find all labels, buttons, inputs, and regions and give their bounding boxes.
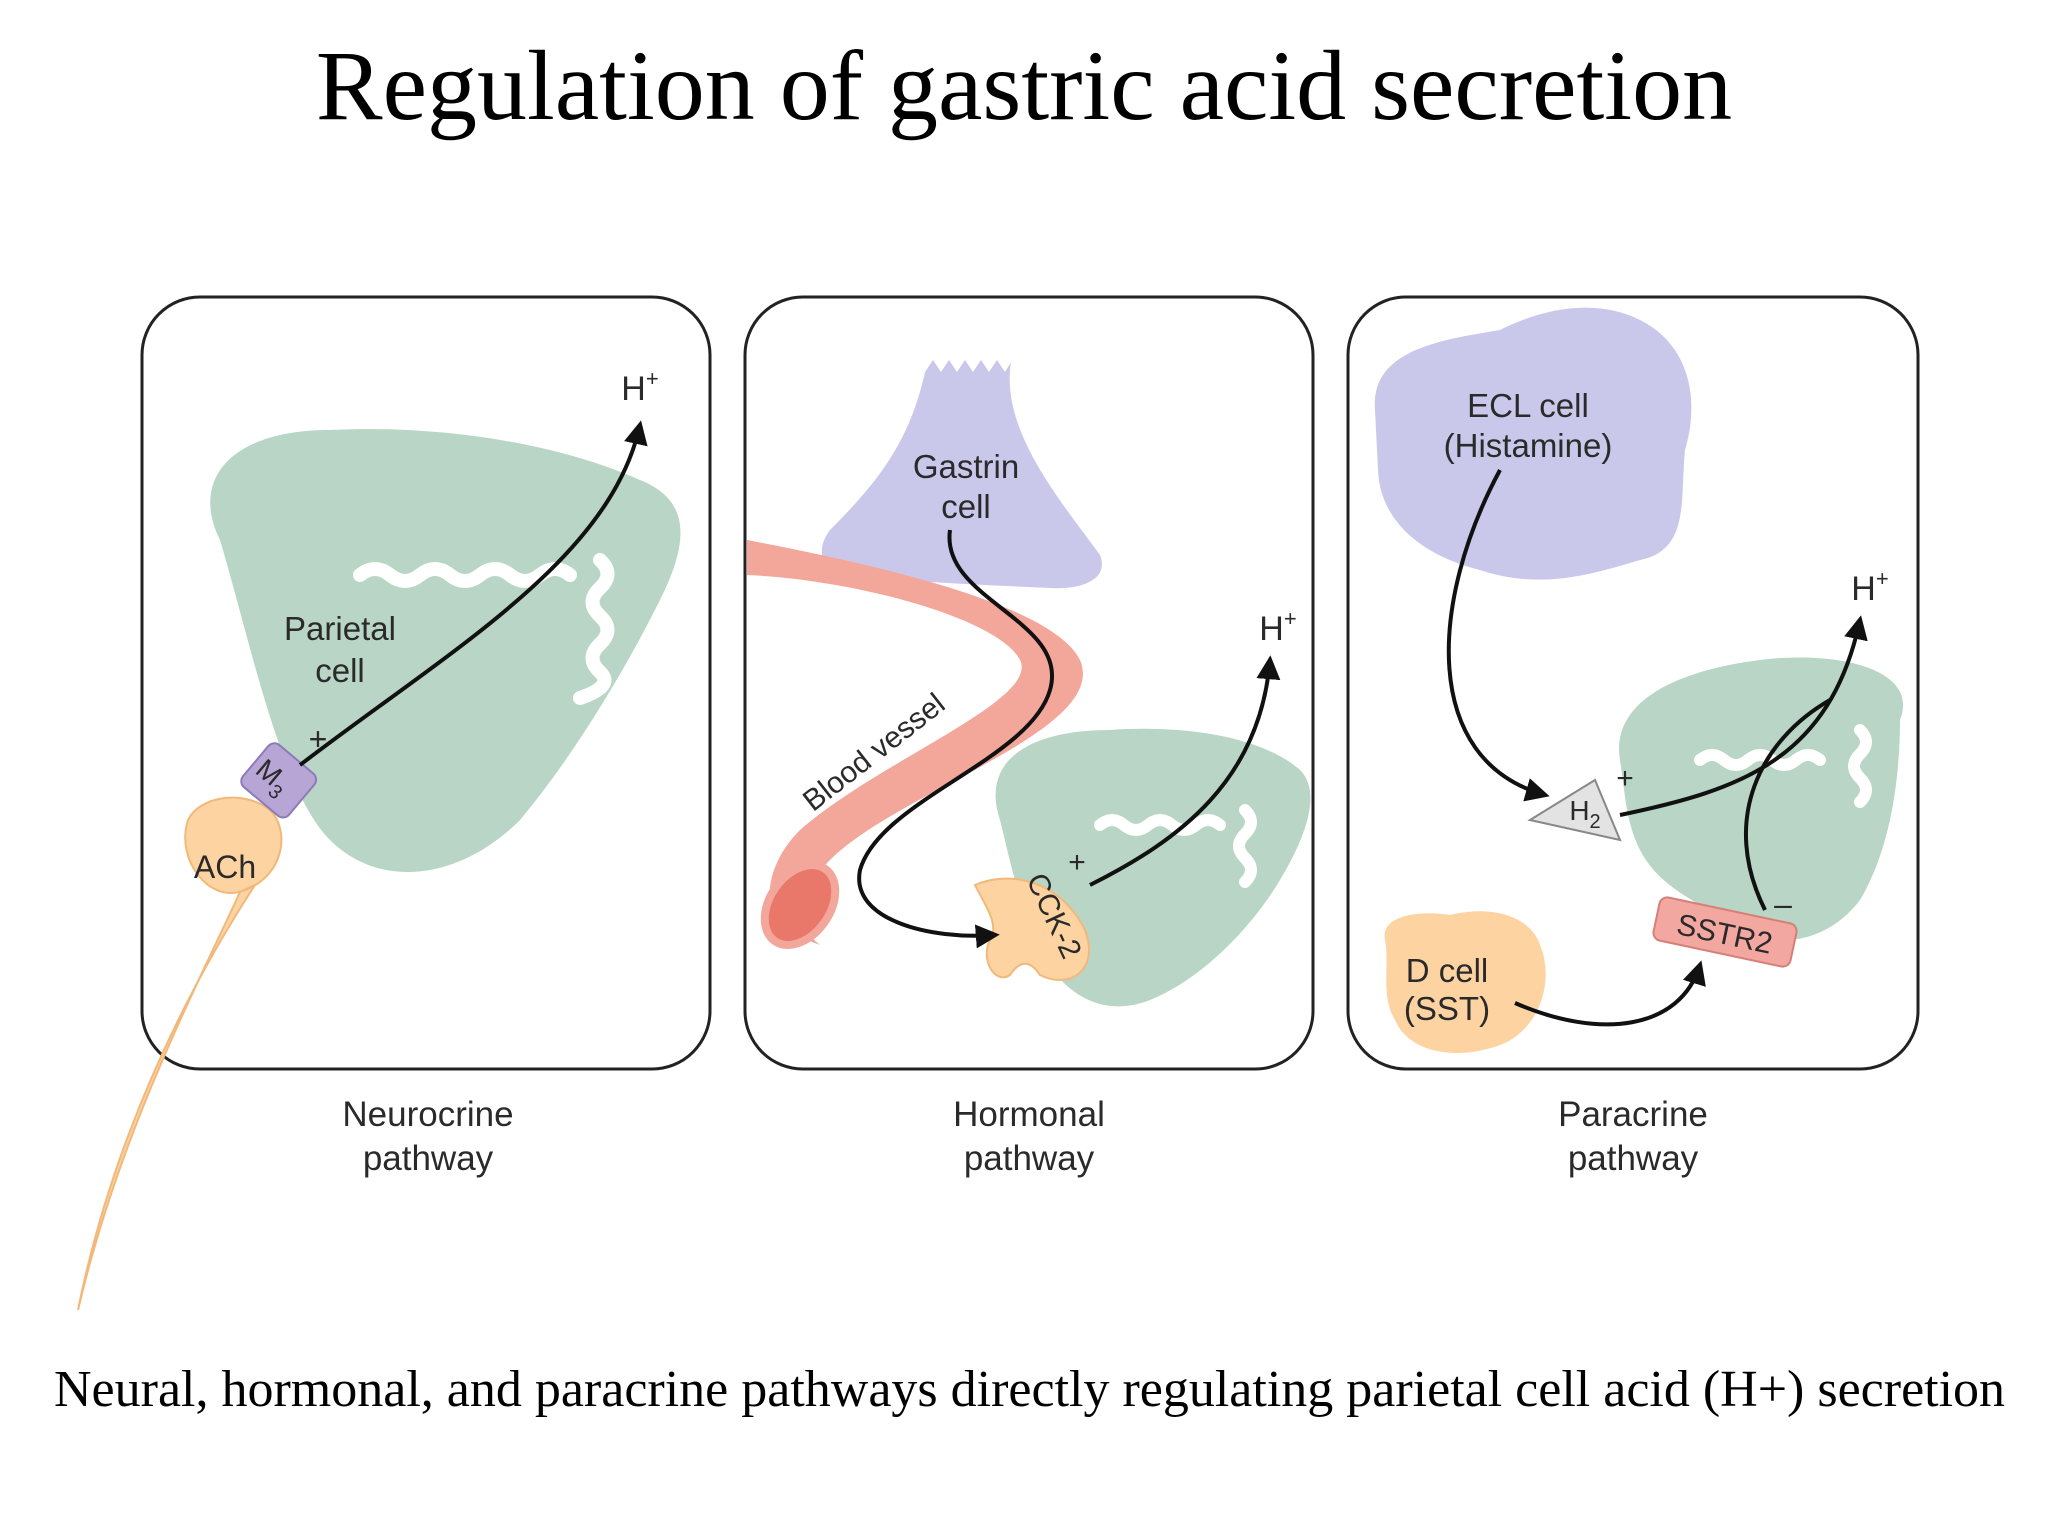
product-h: H+ [1259,606,1296,648]
h2-label: H2 [1569,795,1600,833]
hormone-arrow [857,529,1055,949]
product-sup: + [646,366,659,391]
gastrin-label: cell [941,488,991,525]
signal-arrow [1089,655,1281,887]
stim-sign: + [1616,762,1634,795]
panel-hormonal: Gastrin cell Blood vessel CCK-2 + H+ Hor… [743,295,1315,1178]
parietal-cell [210,429,681,873]
cell-label: cell [315,652,365,689]
product-h: H+ [1851,566,1888,608]
d-cell-label: (SST) [1404,990,1490,1027]
ligand-ach: ACh [194,849,256,885]
vessel-lumen [760,861,840,949]
canaliculus [1848,724,1872,808]
ecl-cell [1374,307,1692,580]
product-letter: H [1851,570,1876,608]
h2-letter: H [1569,795,1589,826]
pathway-label: Neurocrine [342,1095,513,1134]
ecl-label: (Histamine) [1444,427,1613,464]
pathway-label: pathway [964,1139,1095,1178]
ach-neuron [77,796,283,1311]
inhibit-line [1743,698,1831,911]
gastrin-cell [821,360,1102,589]
figure-caption: Neural, hormonal, and paracrine pathways… [54,1361,2006,1418]
h2-receptor [1527,778,1622,842]
product-letter: H [1259,610,1284,648]
slide-title: Regulation of gastric acid secretion [315,30,1733,141]
pathway-label: Hormonal [953,1095,1105,1134]
inhib-sign: – [1774,886,1792,922]
effect-sign: + [1068,846,1086,879]
pathway-label: pathway [363,1139,494,1178]
canaliculus [1233,804,1257,888]
canaliculus [353,562,577,588]
gastrin-label: Gastrin [913,448,1019,485]
product-letter: H [621,370,646,408]
sstr2-receptor [1652,896,1798,968]
product-sup: + [1284,606,1297,631]
product-sup: + [1876,566,1889,591]
pathway-label: Paracrine [1558,1095,1708,1134]
ecl-label: ECL cell [1467,387,1589,424]
signal-arrow [1619,615,1868,817]
h2-sub: 2 [1590,811,1601,833]
blood-vessel [747,540,1083,945]
d-cell-label: D cell [1406,952,1489,989]
histamine-arrow [1446,469,1550,802]
canaliculus [573,553,615,705]
parietal-cell [1619,657,1904,940]
sst-arrow [1514,960,1706,1027]
product-h: H+ [621,366,658,408]
panel-paracrine: ECL cell (Histamine) D cell (SST) H2 + S… [1346,295,1920,1178]
canaliculus [1694,749,1826,771]
cell-label: Parietal [284,610,396,647]
pathway-label: pathway [1568,1139,1699,1178]
canaliculus [1094,814,1226,836]
signal-arrow [298,420,648,767]
d-cell [1384,911,1546,1053]
panel-neurocrine: ACh M3 + H+ Parietal cell Neurocrine pat… [77,295,712,1311]
m3-receptor [240,742,318,819]
